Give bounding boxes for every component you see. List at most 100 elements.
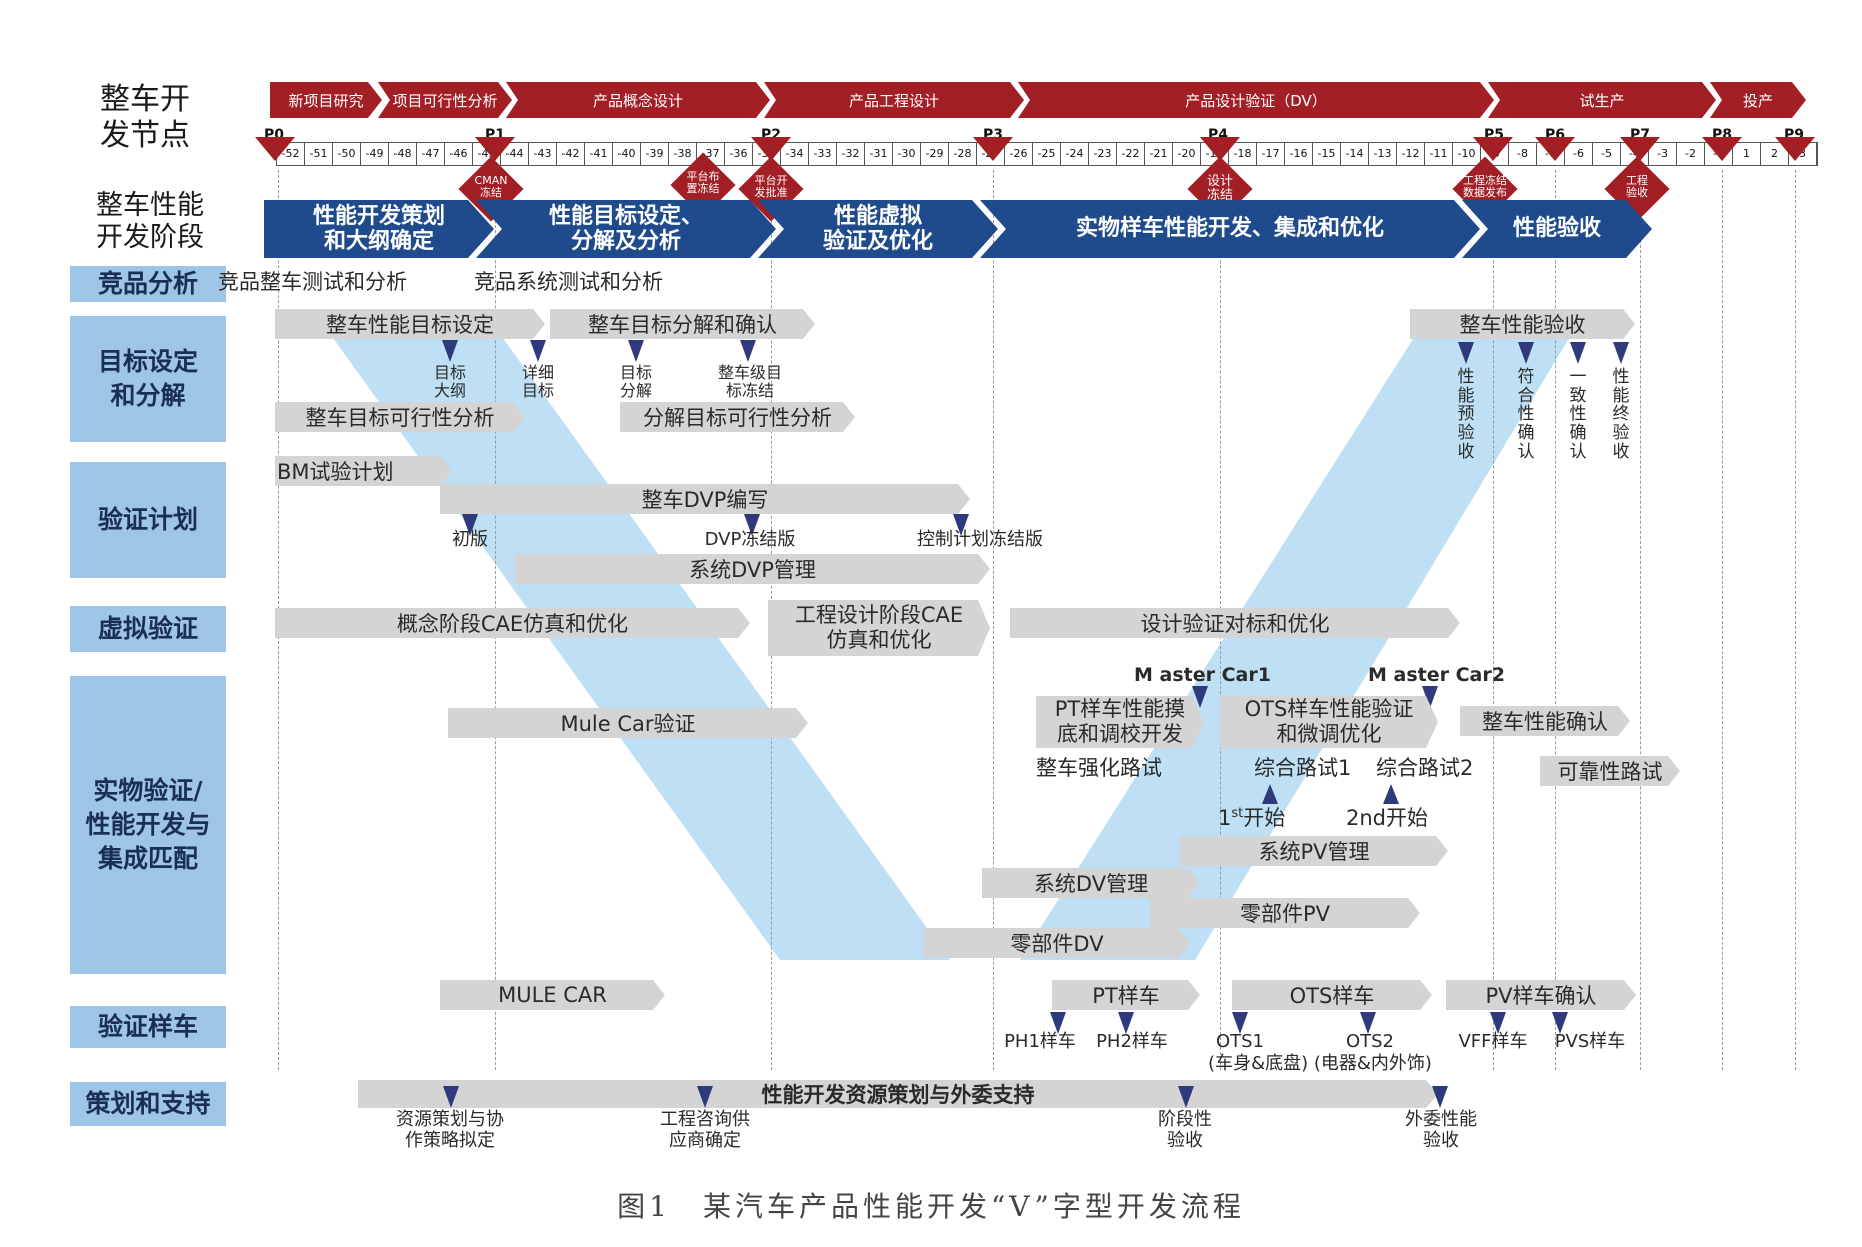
milestone-triangle xyxy=(1620,137,1660,161)
perf-stage-label: 整车性能 开发阶段 xyxy=(96,190,204,254)
guide-line xyxy=(1555,170,1556,1070)
mastercar1-label: M aster Car1 xyxy=(1134,664,1271,686)
figure-caption: 图1 某汽车产品性能开发“V”字型开发流程 xyxy=(617,1190,1245,1223)
bar-mule-car: Mule Car验证 xyxy=(448,708,808,738)
bar-system-dv: 系统DV管理 xyxy=(982,868,1200,898)
gate-cman-label: CMAN 冻结 xyxy=(474,174,508,200)
stage-planning: 性能开发策划 和大纲确定 xyxy=(264,200,494,258)
week-tick: -31 xyxy=(865,143,893,165)
marker-target-outline: 目标 大纲 xyxy=(433,363,466,401)
marker-stage-acceptance: 阶段性 验收 xyxy=(1158,1109,1212,1151)
milestone-marker xyxy=(530,340,546,362)
week-tick: -23 xyxy=(1089,143,1117,165)
label-first-start-number: 1 xyxy=(1218,806,1232,830)
category-sample: 验证样车 xyxy=(70,1006,226,1048)
label-first-start: 1st开始 xyxy=(1218,806,1285,830)
guide-line xyxy=(1795,170,1796,1070)
week-tick: -11 xyxy=(1425,143,1453,165)
competitive-vehicle: 竞品整车测试和分析 xyxy=(218,270,407,294)
week-tick: -20 xyxy=(1173,143,1201,165)
guide-line xyxy=(993,170,994,1070)
category-virtual: 虚拟验证 xyxy=(70,606,226,652)
week-tick: -41 xyxy=(585,143,613,165)
milestone-label: 整车开 发节点 xyxy=(100,82,190,153)
bar-pt-tuning: PT样车性能摸 底和调校开发 xyxy=(1036,696,1204,748)
milestone-triangle xyxy=(255,137,295,161)
milestone-marker xyxy=(1458,342,1474,364)
label-ots1: OTS1 xyxy=(1215,1031,1265,1052)
week-tick: -8 xyxy=(1509,143,1537,165)
milestone-marker xyxy=(1178,1086,1194,1108)
week-tick: -51 xyxy=(305,143,333,165)
label-second-start: 2nd开始 xyxy=(1346,806,1429,830)
week-tick: -2 xyxy=(1677,143,1705,165)
week-tick: -5 xyxy=(1593,143,1621,165)
marker-outsourced-acceptance: 外委性能 验收 xyxy=(1405,1109,1477,1151)
bar-reliability-road-test: 可靠性路试 xyxy=(1540,756,1680,786)
milestone-marker xyxy=(628,340,644,362)
bar-vehicle-dvp: 整车DVP编写 xyxy=(440,484,970,514)
week-tick: -26 xyxy=(1005,143,1033,165)
label-strength-road-test: 整车强化路试 xyxy=(1036,756,1162,780)
phase-dv: 产品设计验证（DV） xyxy=(1018,82,1494,118)
milestone-marker xyxy=(1192,686,1208,708)
week-tick: -13 xyxy=(1369,143,1397,165)
week-tick: -12 xyxy=(1397,143,1425,165)
category-target: 目标设定 和分解 xyxy=(70,316,226,442)
label-road-test-1: 综合路试1 xyxy=(1254,756,1352,780)
bar-engineering-cae: 工程设计阶段CAE 仿真和优化 xyxy=(768,600,990,656)
category-competitive: 竞品分析 xyxy=(70,266,226,302)
category-plan: 验证计划 xyxy=(70,462,226,578)
label-ots-note: (车身&底盘) (电器&内外饰) xyxy=(1208,1053,1432,1074)
week-tick: -40 xyxy=(613,143,641,165)
milestone-marker xyxy=(443,1086,459,1108)
guide-line xyxy=(1722,170,1723,1070)
marker-dvp-freeze: DVP冻结版 xyxy=(704,529,796,550)
stage-acceptance: 性能验收 xyxy=(1462,200,1652,258)
label-ph2: PH2样车 xyxy=(1096,1031,1168,1052)
week-tick: -33 xyxy=(809,143,837,165)
competitive-system: 竞品系统测试和分析 xyxy=(474,270,663,294)
milestone-marker xyxy=(1050,1012,1066,1034)
milestone-triangle xyxy=(1775,137,1815,161)
stage-target: 性能目标设定、 分解及分析 xyxy=(476,200,776,258)
milestone-triangle xyxy=(1535,137,1575,161)
label-vff: VFF样车 xyxy=(1458,1031,1528,1052)
phase-concept: 产品概念设计 xyxy=(506,82,770,118)
week-tick: -21 xyxy=(1145,143,1173,165)
marker-conformity: 符合性确认 xyxy=(1517,367,1535,462)
milestone-marker xyxy=(697,1086,713,1108)
bar-ots-validation: OTS样车性能验证 和微调优化 xyxy=(1220,696,1438,748)
label-first-start-text: 开始 xyxy=(1243,806,1286,830)
bar-vehicle-acceptance: 整车性能验收 xyxy=(1410,309,1635,339)
bar-system-pv: 系统PV管理 xyxy=(1180,836,1448,866)
stage-physical: 实物样车性能开发、集成和优化 xyxy=(980,200,1480,258)
marker-final-acceptance: 性能终验收 xyxy=(1612,367,1630,462)
label-ots2: OTS2 xyxy=(1345,1031,1395,1052)
bar-ots-sample: OTS样车 xyxy=(1232,980,1432,1010)
week-tick: -29 xyxy=(921,143,949,165)
bar-vehicle-confirmation: 整车性能确认 xyxy=(1460,706,1630,736)
bar-breakdown-feasibility: 分解目标可行性分析 xyxy=(620,402,855,432)
label-pvs: PVS样车 xyxy=(1554,1031,1626,1052)
phase-engineering: 产品工程设计 xyxy=(764,82,1024,118)
week-tick: -3 xyxy=(1649,143,1677,165)
bar-pt-sample: PT样车 xyxy=(1052,980,1200,1010)
week-tick: -50 xyxy=(333,143,361,165)
milestone-marker xyxy=(740,340,756,362)
bar-design-benchmark: 设计验证对标和优化 xyxy=(1010,608,1460,638)
milestone-marker xyxy=(953,514,969,536)
week-tick: -25 xyxy=(1033,143,1061,165)
milestone-marker xyxy=(1518,342,1534,364)
milestone-marker xyxy=(1232,1012,1248,1034)
week-tick: -15 xyxy=(1313,143,1341,165)
bar-part-pv: 零部件PV xyxy=(1150,898,1420,928)
phase-trial: 试生产 xyxy=(1488,82,1716,118)
gate-engineering-acceptance-label: 工程 验收 xyxy=(1626,174,1648,200)
week-tick: -6 xyxy=(1565,143,1593,165)
milestone-triangle xyxy=(1702,137,1742,161)
week-tick: -49 xyxy=(361,143,389,165)
gate-engineering-freeze-label: 工程冻结 数据发布 xyxy=(1463,174,1507,200)
